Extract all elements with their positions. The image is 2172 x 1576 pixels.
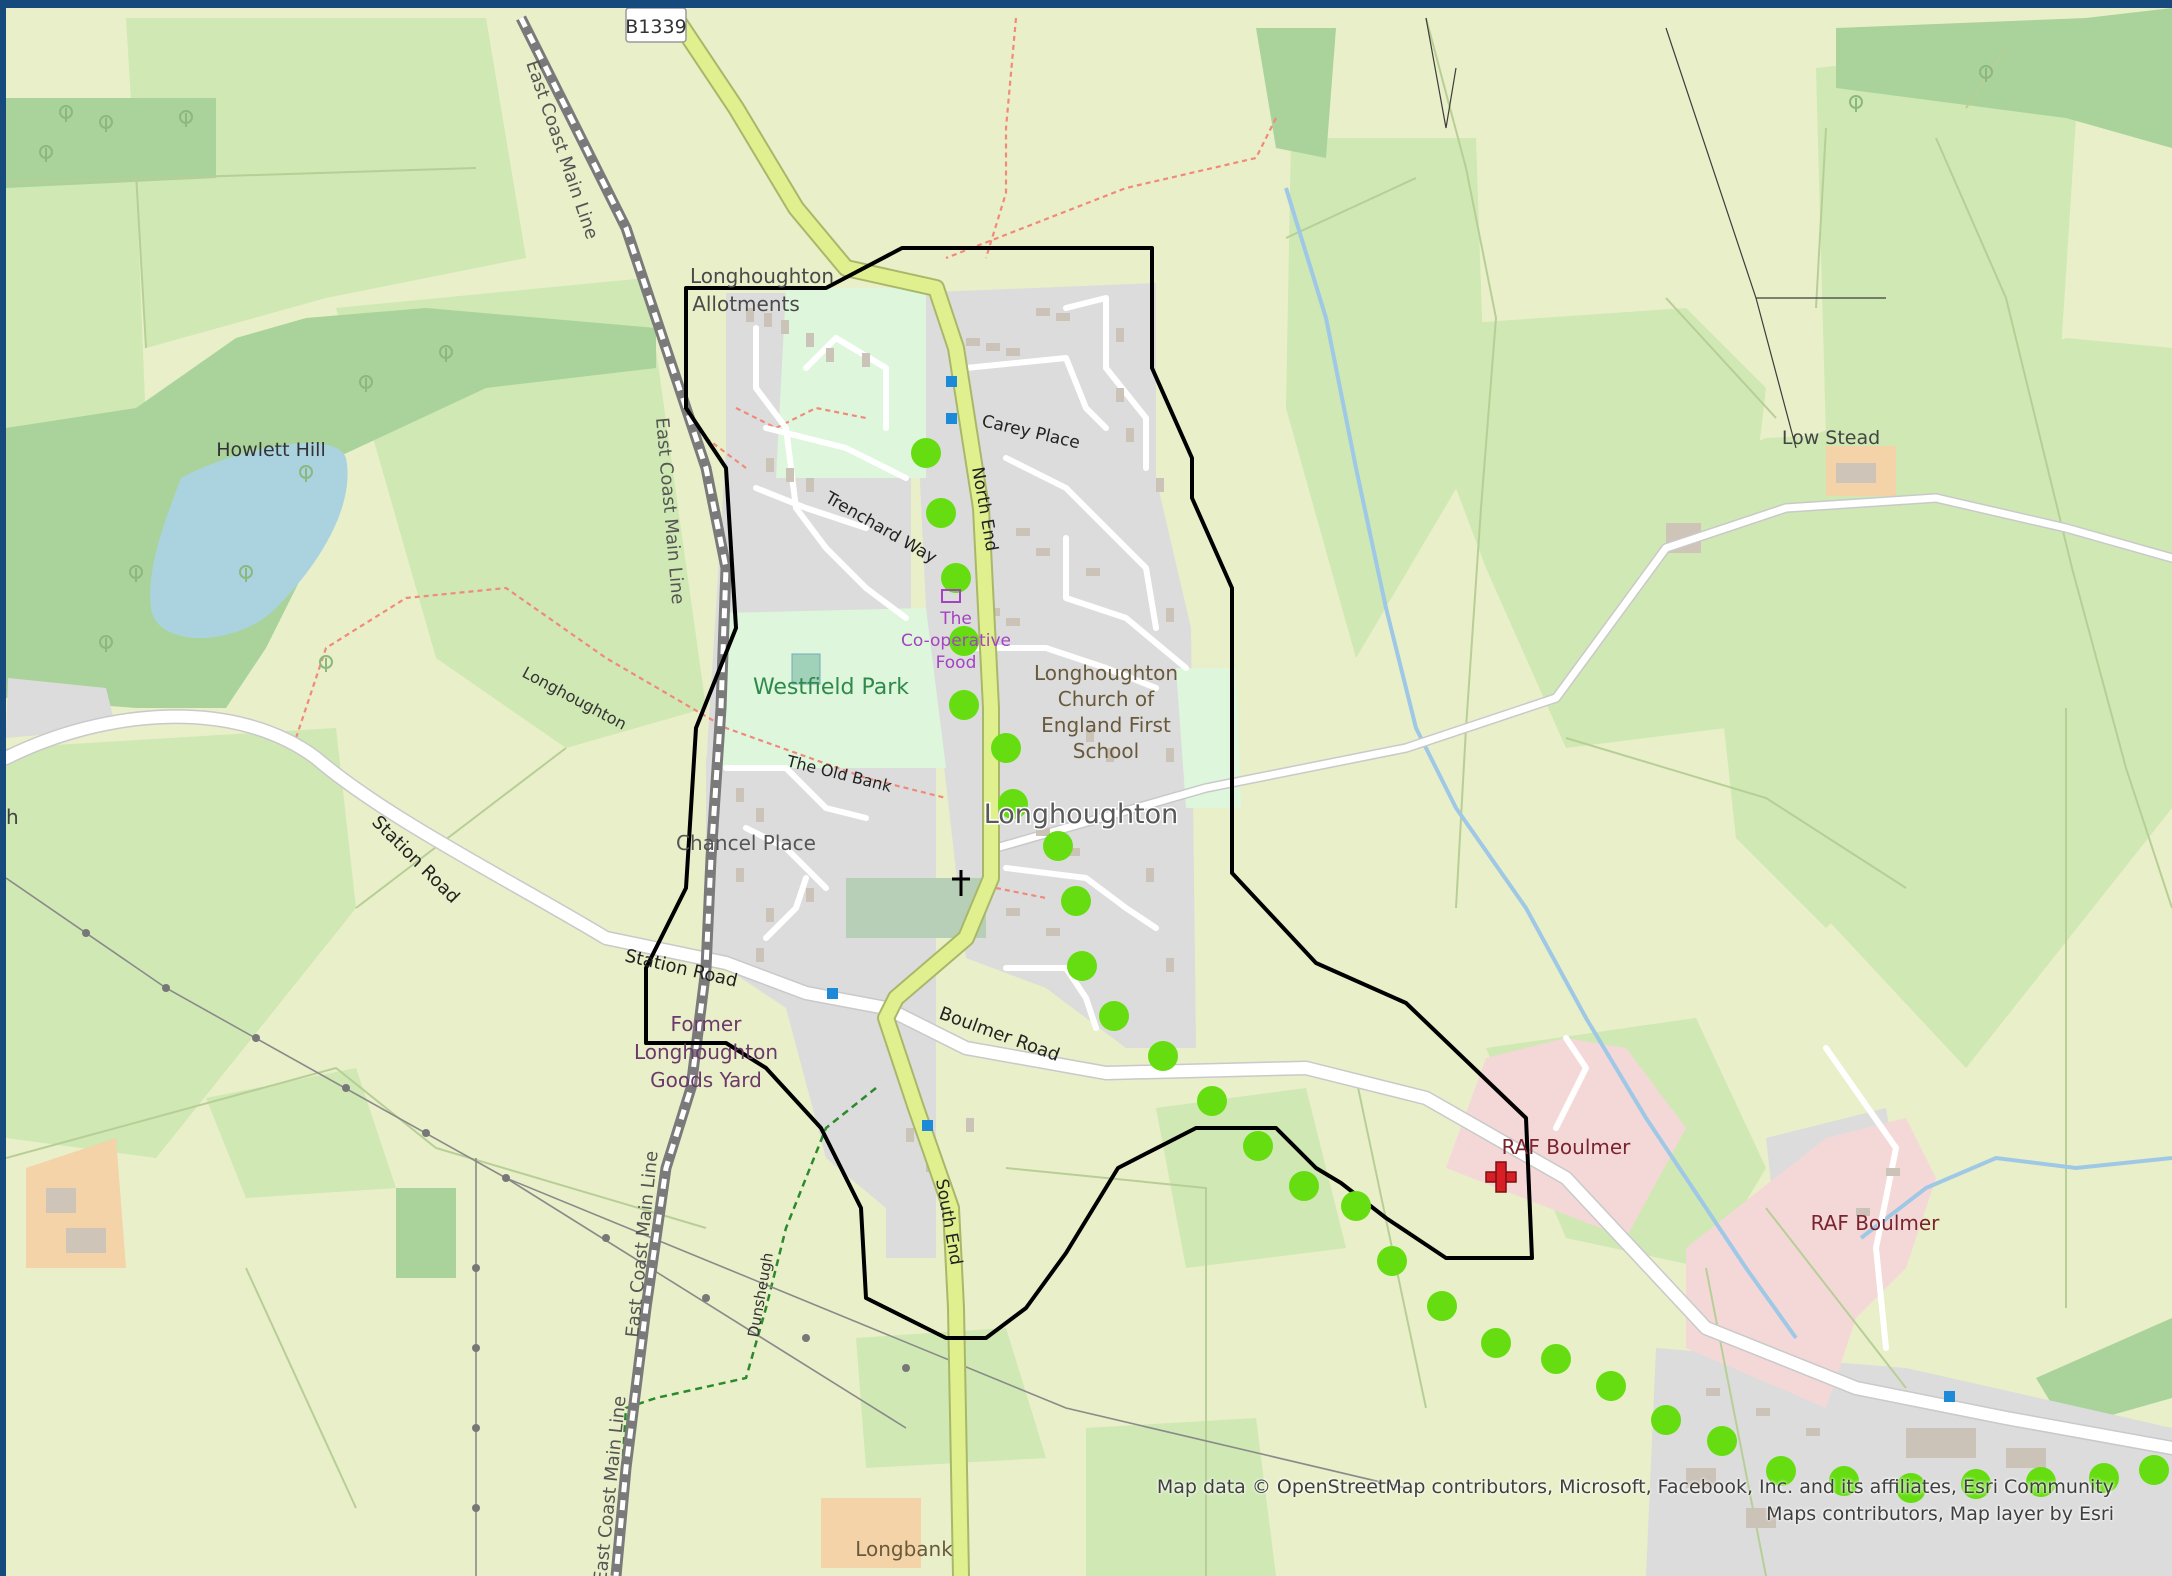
route-dot: [1043, 831, 1073, 861]
route-dot: [1596, 1371, 1626, 1401]
red-cross-icon: [1485, 1161, 1517, 1193]
westfield-park-label: Westfield Park: [753, 675, 909, 700]
route-dot: [1481, 1328, 1511, 1358]
route-dot: [1377, 1246, 1407, 1276]
route-dot: [949, 690, 979, 720]
tree-symbols: [39, 65, 1994, 672]
b1339-label: B1339: [625, 16, 686, 38]
footpaths: [294, 17, 1277, 900]
howlett-hill-label: Howlett Hill: [216, 439, 325, 461]
route-dot: [998, 789, 1028, 819]
howlett-hill-lake: [150, 443, 348, 638]
farm-buildings: [26, 446, 1896, 1568]
railway: [516, 15, 732, 1576]
route-dot: [1061, 886, 1091, 916]
route-dot: [911, 438, 941, 468]
b1339-road: [667, 9, 1000, 1576]
route-dot: [926, 498, 956, 528]
route-dot: [1651, 1405, 1681, 1435]
dunsheugh-label: Dunsheugh: [744, 1251, 777, 1338]
map-canvas[interactable]: B1339 East Coast Main Line East Coast Ma…: [6, 8, 2172, 1576]
route-dot: [949, 626, 979, 656]
low-stead-label: Low Stead: [1782, 427, 1880, 449]
route-dot: [1243, 1131, 1273, 1161]
route-dots: [911, 438, 2169, 1503]
route-dot: [2026, 1467, 2056, 1497]
route-dot: [1829, 1466, 1859, 1496]
raf-boulmer-label-2: RAF Boulmer: [1811, 1211, 1941, 1235]
edge-h-label: h: [6, 805, 19, 829]
area-boundary: [644, 246, 1534, 1340]
b1339-shield: [625, 8, 687, 43]
route-dot: [991, 733, 1021, 763]
route-dot: [941, 563, 971, 593]
route-dot: [1707, 1426, 1737, 1456]
route-dot: [1067, 951, 1097, 981]
route-dot: [1961, 1469, 1991, 1499]
chancel-place-label: Chancel Place: [676, 831, 816, 855]
route-dot: [1148, 1041, 1178, 1071]
church-cross-icon: [952, 870, 970, 896]
route-dot: [1341, 1191, 1371, 1221]
raf-boulmer-label-1: RAF Boulmer: [1502, 1135, 1632, 1159]
map-attribution: Map data © OpenStreetMap contributors, M…: [1156, 1476, 2114, 1525]
route-dot: [2139, 1455, 2169, 1485]
longbank-label: Longbank: [855, 1537, 953, 1561]
route-dot: [2089, 1463, 2119, 1493]
streams: [1284, 187, 2172, 1340]
route-dot: [1197, 1086, 1227, 1116]
route-dot: [1099, 1001, 1129, 1031]
house-footprints: [736, 308, 2046, 1528]
shop-icon: [941, 589, 961, 603]
route-dot: [1289, 1171, 1319, 1201]
longhoughton-label: Longhoughton: [984, 799, 1179, 830]
map-viewport[interactable]: B1339 East Coast Main Line East Coast Ma…: [6, 8, 2172, 1576]
bus-stop-icon: [827, 376, 1955, 1402]
pitch-area: [791, 653, 821, 685]
route-dot: [1766, 1456, 1796, 1486]
route-dot: [1896, 1473, 1926, 1503]
route-dot: [1427, 1291, 1457, 1321]
power-line-pylons: [82, 929, 910, 1512]
dark-field-boundaries: [1425, 17, 1886, 449]
route-dot: [1541, 1344, 1571, 1374]
field-boundaries: [6, 17, 2172, 1576]
residential-streets: [723, 295, 1189, 1031]
